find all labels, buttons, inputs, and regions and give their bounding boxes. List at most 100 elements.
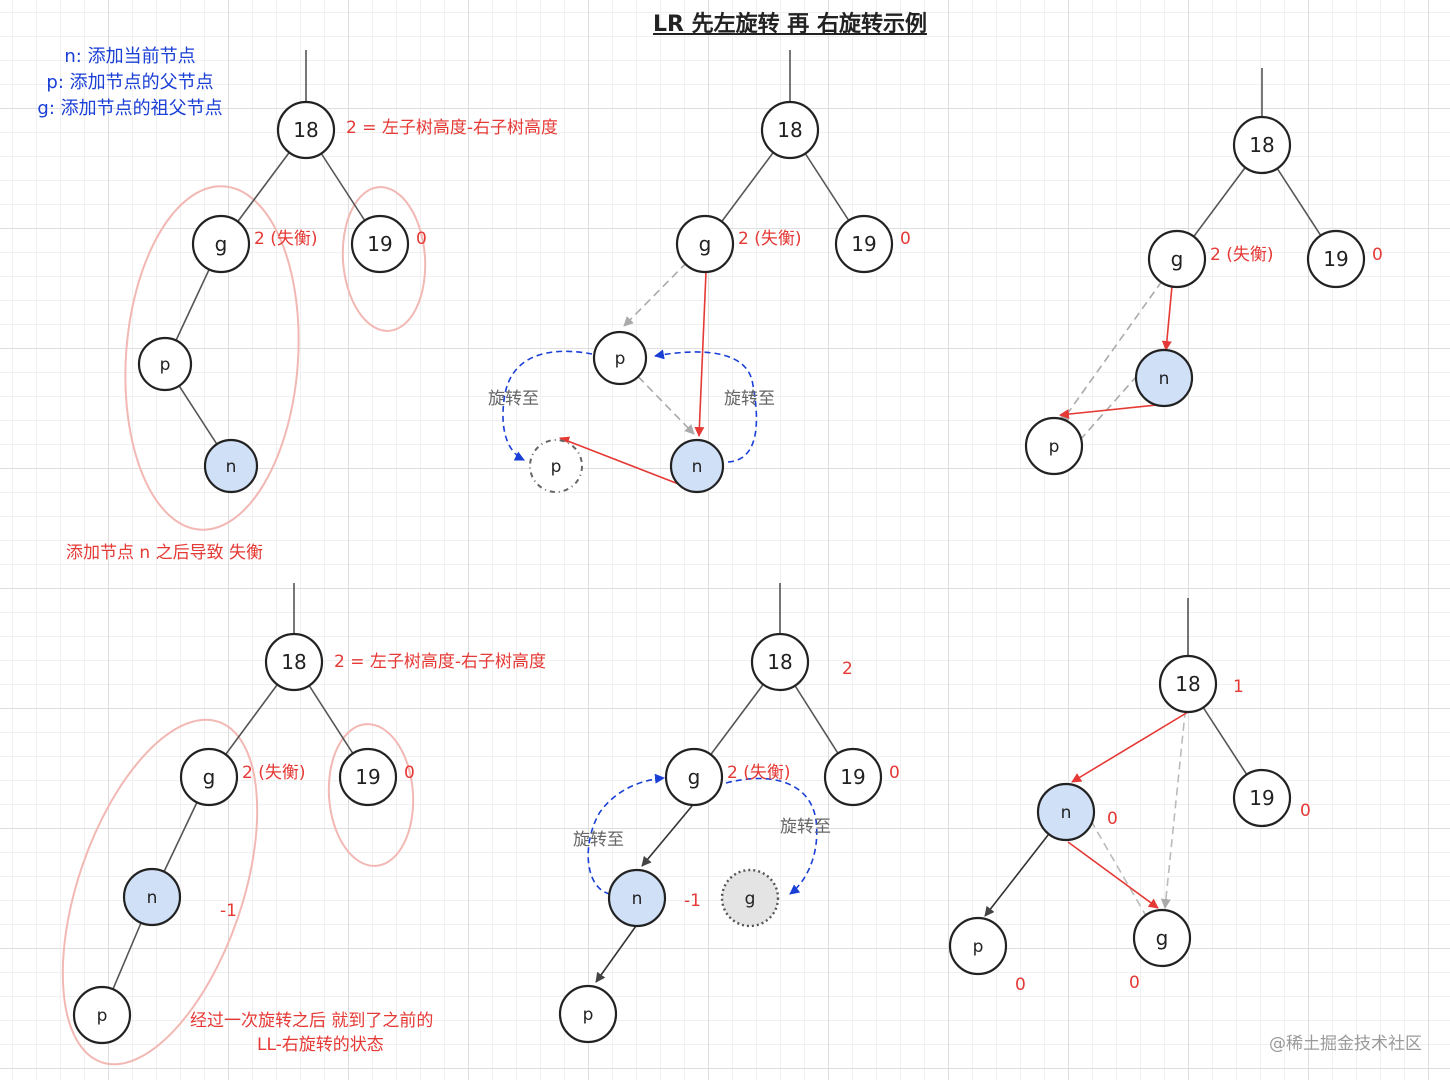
node-19 <box>1232 768 1292 828</box>
right-subtree-ellipse <box>341 186 427 332</box>
rotate-label-right: 旋转至 <box>780 817 831 837</box>
node-19-label: 19 <box>1249 786 1274 810</box>
node-n-label: n <box>632 889 643 909</box>
node-p-balance: 0 <box>1015 975 1026 995</box>
height-formula-note: 2 = 左子树高度-右子树高度 <box>334 652 546 672</box>
node-18-label: 18 <box>777 118 802 142</box>
node-n <box>1036 782 1096 842</box>
node-g-ghost-label: g <box>745 889 756 909</box>
node-18-label: 18 <box>1249 133 1274 157</box>
node-n-label: n <box>226 457 237 477</box>
node-g <box>1132 908 1192 968</box>
node-g-label: g <box>1156 926 1169 950</box>
ll-subtree-ellipse <box>61 718 259 1066</box>
node-19-label: 19 <box>355 765 380 789</box>
rotate-label-left: 旋转至 <box>488 389 539 409</box>
rotate-g-down-arrow <box>725 777 818 895</box>
legend: n: 添加当前节点 p: 添加节点的父节点 g: 添加节点的祖父节点 <box>10 44 250 122</box>
edge-n-to-p <box>595 925 637 983</box>
g-balance-label: 2 (失衡) <box>242 763 305 783</box>
legend-n: n: 添加当前节点 <box>64 46 196 67</box>
node-19-balance: 0 <box>889 763 900 783</box>
node-p <box>1024 416 1084 476</box>
root-balance: 1 <box>1233 677 1244 697</box>
edge-g-to-p-dashed <box>1059 259 1178 425</box>
node-p <box>558 984 618 1044</box>
node-g-label: g <box>699 232 712 256</box>
node-19 <box>1306 229 1366 289</box>
edge-18-to-n-new <box>1071 711 1189 783</box>
node-p-label: p <box>583 1005 594 1025</box>
edge-n-to-g-new <box>1067 841 1159 909</box>
node-g-balance: 0 <box>1129 973 1140 993</box>
edge-n-to-p <box>1059 403 1167 420</box>
node-18 <box>760 100 820 160</box>
g-balance-label: 2 (失衡) <box>727 763 790 783</box>
node-19 <box>350 214 410 274</box>
right-subtree-ellipse <box>327 723 415 867</box>
node-18-label: 18 <box>767 650 792 674</box>
edge-n-to-p-new <box>559 436 695 491</box>
height-formula-note: 2 = 左子树高度-右子树高度 <box>346 118 558 138</box>
node-18-label: 18 <box>293 118 318 142</box>
edge-g-to-n-new <box>694 271 707 437</box>
legend-p: p: 添加节点的父节点 <box>46 72 214 93</box>
node-18 <box>1232 115 1292 175</box>
node-g-label: g <box>1171 247 1184 271</box>
node-18-label: 18 <box>1175 672 1200 696</box>
node-n <box>1134 348 1194 408</box>
node-n <box>122 867 182 927</box>
rotate-label-right: 旋转至 <box>724 389 775 409</box>
node-p-label: p <box>160 355 171 375</box>
node-g-label: g <box>688 765 701 789</box>
root-balance: 2 <box>842 659 853 679</box>
node-19 <box>834 214 894 274</box>
node-p <box>592 330 648 386</box>
watermark: @稀土掘金技术社区 <box>1269 1034 1422 1054</box>
node-p <box>72 985 132 1045</box>
rotate-label-left: 旋转至 <box>573 830 624 850</box>
node-19-balance: 0 <box>416 229 427 249</box>
g-balance-label: 2 (失衡) <box>738 229 801 249</box>
node-19-label: 19 <box>851 232 876 256</box>
node-g <box>664 747 724 807</box>
node-n-balance: -1 <box>220 901 237 921</box>
node-g-label: g <box>215 232 228 256</box>
node-18 <box>1158 654 1218 714</box>
node-p <box>137 336 193 392</box>
node-n-balance: -1 <box>684 891 701 911</box>
rotate-p-down-arrow <box>502 350 593 461</box>
node-p-label: p <box>1049 437 1060 457</box>
node-18 <box>750 632 810 692</box>
node-p-label: p <box>615 349 626 369</box>
after-rotation-note-line1: 经过一次旋转之后 就到了之前的 <box>190 1011 434 1031</box>
node-p-ghost <box>529 439 583 493</box>
node-n-label: n <box>147 888 158 908</box>
legend-g: g: 添加节点的祖父节点 <box>37 98 223 119</box>
node-18-label: 18 <box>281 650 306 674</box>
node-19-balance: 0 <box>900 229 911 249</box>
node-g <box>675 214 735 274</box>
node-19-balance: 0 <box>1372 245 1383 265</box>
node-p-label: p <box>97 1006 108 1026</box>
edge-18-to-g-old <box>1160 683 1189 909</box>
edge-g-to-n <box>1161 285 1173 351</box>
node-18 <box>276 100 336 160</box>
node-g <box>191 214 251 274</box>
node-n <box>607 868 667 928</box>
diagram-title: LR 先左旋转 再 右旋转示例 <box>653 12 927 37</box>
after-rotation-note-line2: LL-右旋转的状态 <box>257 1035 384 1055</box>
node-19-label: 19 <box>367 232 392 256</box>
node-n-label: n <box>1061 803 1072 823</box>
node-n-label: n <box>1159 369 1170 389</box>
edge-g-to-n <box>641 805 693 867</box>
rotate-n-up-arrow <box>587 773 665 895</box>
node-p-ghost-label: p <box>551 457 562 477</box>
node-g <box>179 747 239 807</box>
node-g-ghost <box>720 868 780 928</box>
edge-p-to-n-dashed <box>1079 349 1161 441</box>
node-p-label: p <box>973 937 984 957</box>
node-19 <box>338 747 398 807</box>
node-19-balance: 0 <box>1300 801 1311 821</box>
node-g <box>1147 229 1207 289</box>
